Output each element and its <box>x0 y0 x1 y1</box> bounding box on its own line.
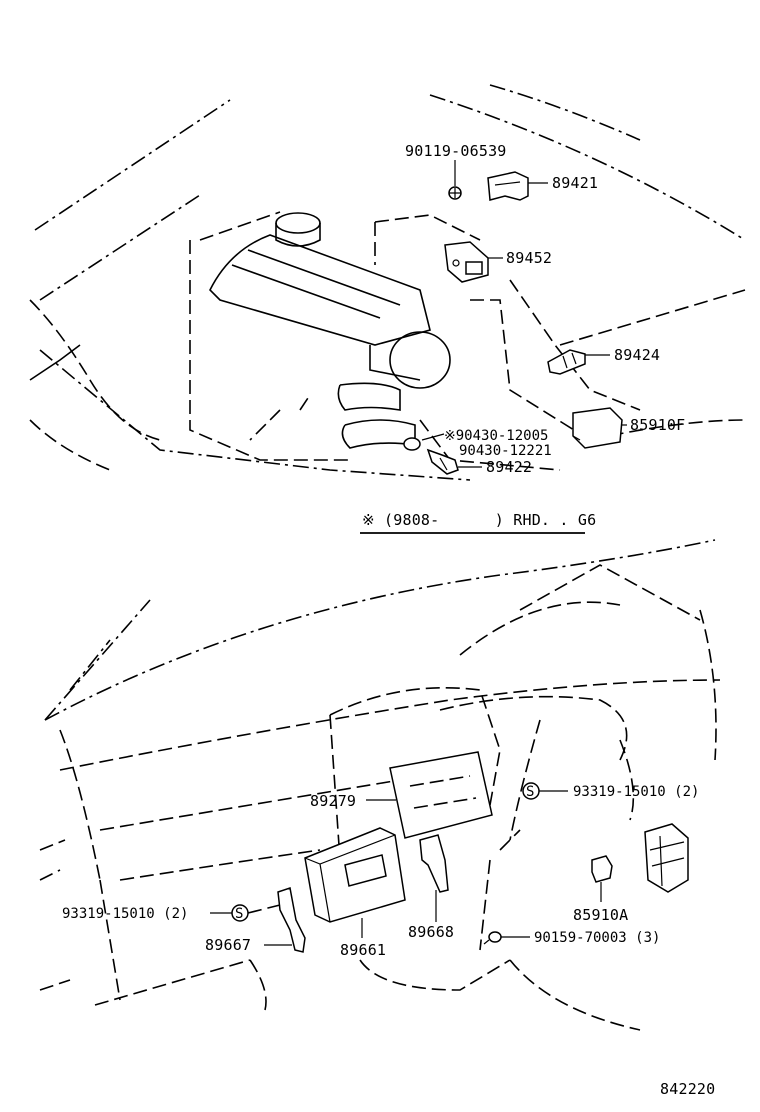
label-oil-sensor: 89422 <box>486 458 532 476</box>
switch-assembly-part <box>644 823 689 893</box>
label-bracket-left: 89667 <box>205 936 251 954</box>
label-s-nut-right: 93319-15010 (2) <box>573 784 699 800</box>
label-ecu: 89661 <box>340 941 386 959</box>
screw-part <box>448 186 462 200</box>
temperature-sensor-part <box>547 349 586 375</box>
relay-dash-part <box>591 855 613 883</box>
ecu-cover-part <box>389 751 493 839</box>
sensor-bracket-part <box>487 171 529 201</box>
bolt-part <box>483 931 502 945</box>
s-nut-right-text: S <box>526 784 534 800</box>
s-nut-left-text: S <box>235 906 243 922</box>
engine-parts <box>403 171 623 475</box>
dash-leader-lines <box>210 790 602 946</box>
oil-sensor-part <box>426 448 459 475</box>
label-bracket-right: 89668 <box>408 923 454 941</box>
bracket-right-part <box>419 834 449 893</box>
ecu-part <box>304 827 406 923</box>
label-relay-dash: 85910A <box>573 906 628 924</box>
label-ecu-cover: 89279 <box>310 792 356 810</box>
figure-number: 842220 <box>660 1080 715 1098</box>
label-gasket-b: 90430-12221 <box>459 443 552 459</box>
label-screw: 90119-06539 <box>405 142 507 160</box>
vacuum-sensor-part <box>444 241 489 283</box>
label-bolt: 90159-70003 (3) <box>534 930 660 946</box>
label-vacuum-sensor: 89452 <box>506 249 552 267</box>
dash-labels: 89279 93319-15010 (2) 93319-15010 (2) 89… <box>62 784 699 959</box>
label-sensor-bracket: 89421 <box>552 174 598 192</box>
engine-leader-lines <box>421 160 627 468</box>
engine-labels: 90119-06539 89421 89452 89424 85910F ※90… <box>405 142 685 476</box>
dash-parts <box>277 751 689 953</box>
dashboard-outline <box>39 539 721 1031</box>
label-gasket-a: ※90430-12005 <box>444 428 548 444</box>
bracket-left-part <box>277 887 306 953</box>
label-s-nut-left: 93319-15010 (2) <box>62 906 188 922</box>
gasket-part <box>403 437 421 451</box>
s-nut-symbols: S S <box>231 782 540 922</box>
label-relay: 85910F <box>630 416 685 434</box>
engine-bay-outline <box>29 84 746 481</box>
note-text: ※ (9808- ) RHD. . G6 <box>362 511 596 529</box>
applicability-note: ※ (9808- ) RHD. . G6 <box>360 511 596 534</box>
relay-part <box>572 407 623 449</box>
label-temperature-sensor: 89424 <box>614 346 660 364</box>
